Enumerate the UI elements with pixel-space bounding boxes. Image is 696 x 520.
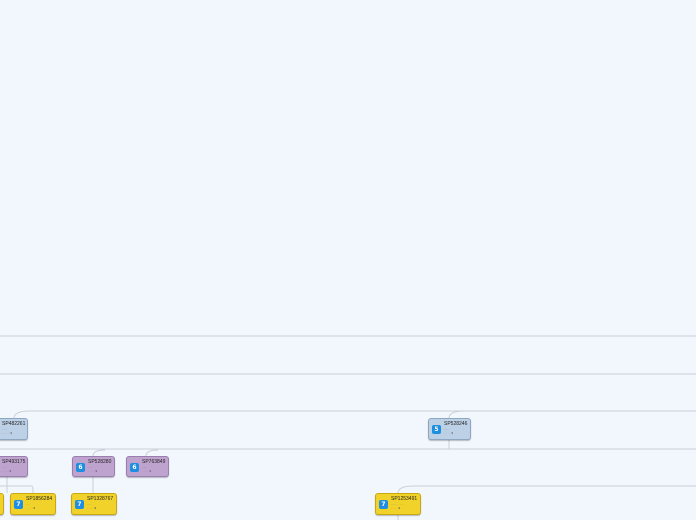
connector-line [13, 410, 696, 419]
connector-line [448, 410, 696, 419]
topic-node-sp1328767[interactable]: 7 SP1328767 ···· · · · · $ [71, 493, 117, 515]
topic-meta: ·· · · · $ [2, 431, 12, 435]
level-badge-icon: 6 [130, 463, 139, 472]
topic-node-sp493175[interactable]: SP493175 ····· · · · · $ [0, 456, 28, 477]
topic-note: ····· [142, 465, 147, 469]
topic-note: ··· [26, 502, 29, 506]
topic-meta: · · · · $ [88, 469, 97, 473]
topic-meta: · · · · $ [26, 506, 35, 510]
level-badge-icon: 7 [14, 500, 23, 509]
topic-title: SP1856284 [26, 496, 53, 502]
topic-meta: · · · · $ [444, 431, 453, 435]
connector-line [92, 449, 106, 457]
topic-note: ····· [2, 465, 7, 469]
topic-node-sp528246[interactable]: 5 SP528246 ····· · · · · $ [428, 418, 471, 440]
topic-node-sp482261[interactable]: SP482261 ····· ·· · · · $ [0, 418, 28, 440]
level-badge-icon: 5 [432, 425, 441, 434]
topic-meta: · · · · $ [142, 469, 151, 473]
topic-note: ····· [2, 427, 7, 431]
topic-node-sp1253491[interactable]: 7 SP1253491 ······ · ···· · · · · $ [375, 493, 421, 515]
level-badge-icon: 7 [75, 500, 84, 509]
topic-node-sp528280[interactable]: 6 SP528280 ····· · · · · $ [72, 456, 115, 477]
topic-title: SP763849 [142, 459, 166, 465]
topic-node-partial[interactable] [0, 493, 4, 515]
connector-line [397, 485, 696, 494]
topic-title: SP1253491 [391, 496, 418, 502]
topic-title: SP528246 [444, 421, 468, 427]
level-badge-icon: 7 [379, 500, 388, 509]
topic-node-sp763849[interactable]: 6 SP763849 ····· · · · · $ [126, 456, 169, 477]
topic-meta: · · · · $ [87, 506, 96, 510]
connector-line [145, 449, 159, 457]
topic-title: SP493175 [2, 459, 26, 465]
topic-node-sp1856284[interactable]: 7 SP1856284 ··· · · · · $ [10, 493, 56, 515]
topic-note: ····· [88, 465, 93, 469]
connector-line [0, 485, 34, 494]
topic-title: SP1328767 [87, 496, 114, 502]
topic-title: SP528280 [88, 459, 112, 465]
level-badge-icon: 6 [76, 463, 85, 472]
topic-meta: · · · · $ [2, 469, 11, 473]
topic-note: ···· [87, 502, 91, 506]
topic-note: ····· [444, 427, 449, 431]
topic-note: ······ · ···· [391, 502, 404, 506]
topic-title: SP482261 [2, 421, 26, 427]
topic-meta: · · · · $ [391, 506, 400, 510]
